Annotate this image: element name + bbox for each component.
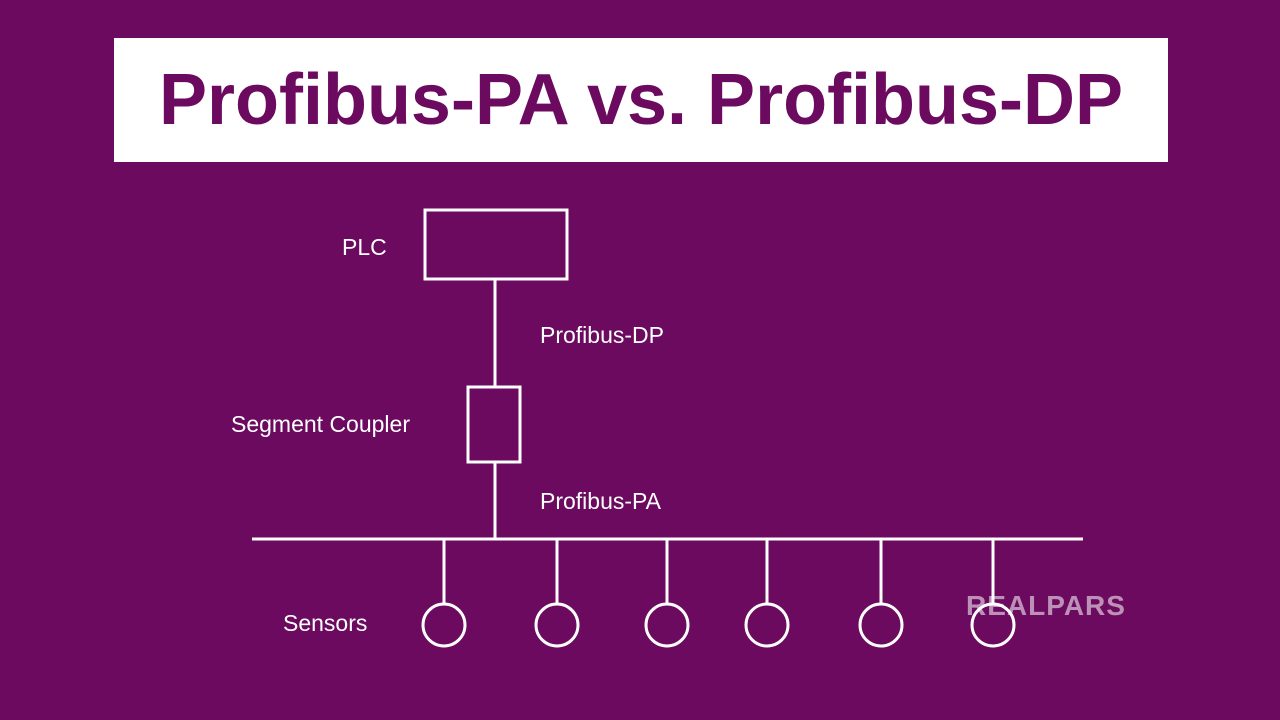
plc-box [423, 208, 569, 281]
realpars-watermark: REALPARS [966, 590, 1126, 621]
sensor-circle [858, 602, 904, 648]
sensor-circle [644, 602, 690, 648]
plc-label: PLC [342, 234, 387, 260]
profibus-dp-label: Profibus-DP [540, 322, 664, 348]
sensor-circle [970, 602, 1016, 648]
sensors-label: Sensors [283, 610, 368, 636]
profibus-pa-label: Profibus-PA [540, 488, 662, 514]
sensor-circle [421, 602, 467, 648]
page-title: Profibus-PA vs. Profibus-DP [158, 60, 1124, 140]
segment-coupler-box [466, 385, 522, 464]
title-banner: Profibus-PA vs. Profibus-DP [114, 38, 1168, 162]
segment-coupler-label: Segment Coupler [231, 411, 410, 437]
sensor-circle [744, 602, 790, 648]
sensor-group [421, 539, 1016, 648]
sensor-circle [534, 602, 580, 648]
